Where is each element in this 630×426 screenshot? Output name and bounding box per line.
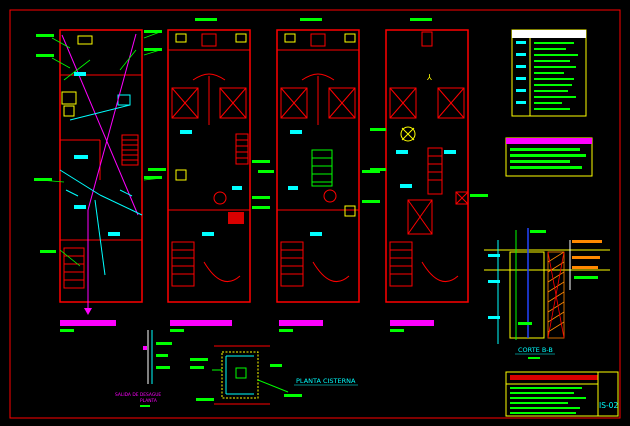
plan-1-title-bar (60, 320, 116, 326)
notes-box[interactable] (505, 137, 593, 177)
floor-plan-4[interactable]: ⅄ (370, 18, 488, 332)
floor-plan-2[interactable] (148, 18, 270, 332)
section-title: CORTE B-B (518, 346, 553, 354)
sheet-border (9, 9, 621, 419)
title-block[interactable]: IS-02 (505, 371, 619, 417)
plan-1-outline (59, 29, 143, 303)
floor-plan-3[interactable] (258, 18, 380, 332)
plan-3-title-bar (279, 320, 323, 326)
riser-title-line2: PLANTA (140, 398, 157, 404)
sheet-number: IS-02 (599, 401, 618, 410)
cistern-plan[interactable]: PLANTA CISTERNA (190, 345, 358, 405)
plan-4-title-bar (390, 320, 434, 326)
riser-detail[interactable]: SALIDA DE DESAGUE PLANTA (115, 330, 172, 407)
plan-2-title-bar (170, 320, 232, 326)
legend-table[interactable] (511, 29, 587, 117)
floor-plan-1[interactable] (34, 29, 163, 332)
section-detail[interactable]: CORTE B-B (484, 228, 610, 359)
plan-3-outline (276, 29, 360, 303)
cistern-title: PLANTA CISTERNA (296, 377, 356, 385)
plan-4-outline (385, 29, 469, 303)
riser-title-line1: SALIDA DE DESAGUE (115, 392, 161, 398)
plan-2-outline (167, 29, 251, 303)
svg-text:⅄: ⅄ (426, 73, 432, 82)
